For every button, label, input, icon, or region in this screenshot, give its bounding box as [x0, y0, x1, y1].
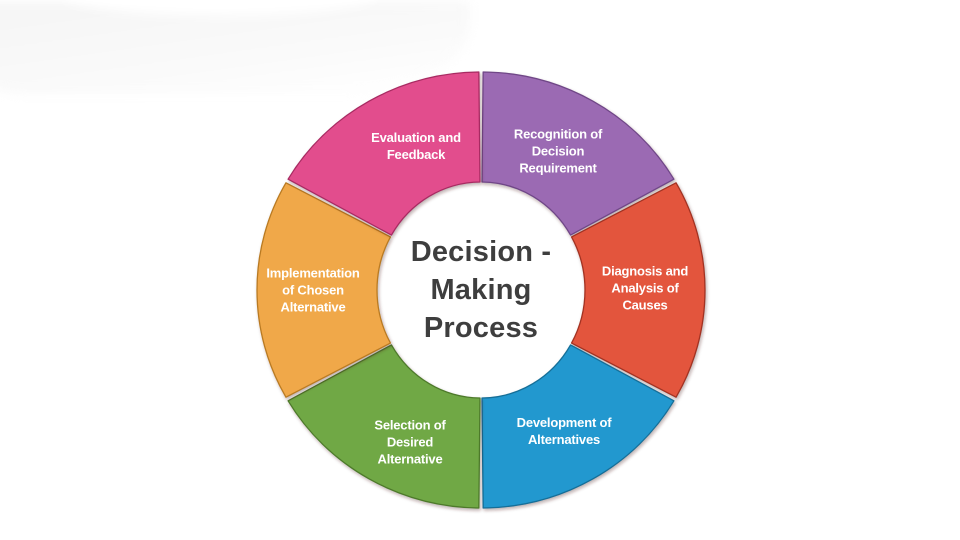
segment-recognition: [481, 71, 675, 236]
segment-evaluation: [287, 71, 481, 236]
donut-segments: [256, 71, 706, 509]
watermark-ghost: [0, 2, 470, 94]
diagram-title-line-3: Process: [423, 312, 539, 344]
diagram-title: Decision - Making Process: [331, 233, 631, 347]
diagram-title-line-1: Decision -: [410, 236, 552, 268]
segment-development: [481, 344, 675, 509]
watermark-ghost-highlight: [60, 0, 380, 16]
diagram-title-line-2: Making: [430, 274, 532, 306]
segment-selection: [287, 344, 481, 509]
segment-implementation: [256, 182, 392, 398]
segment-diagnosis: [570, 182, 706, 398]
